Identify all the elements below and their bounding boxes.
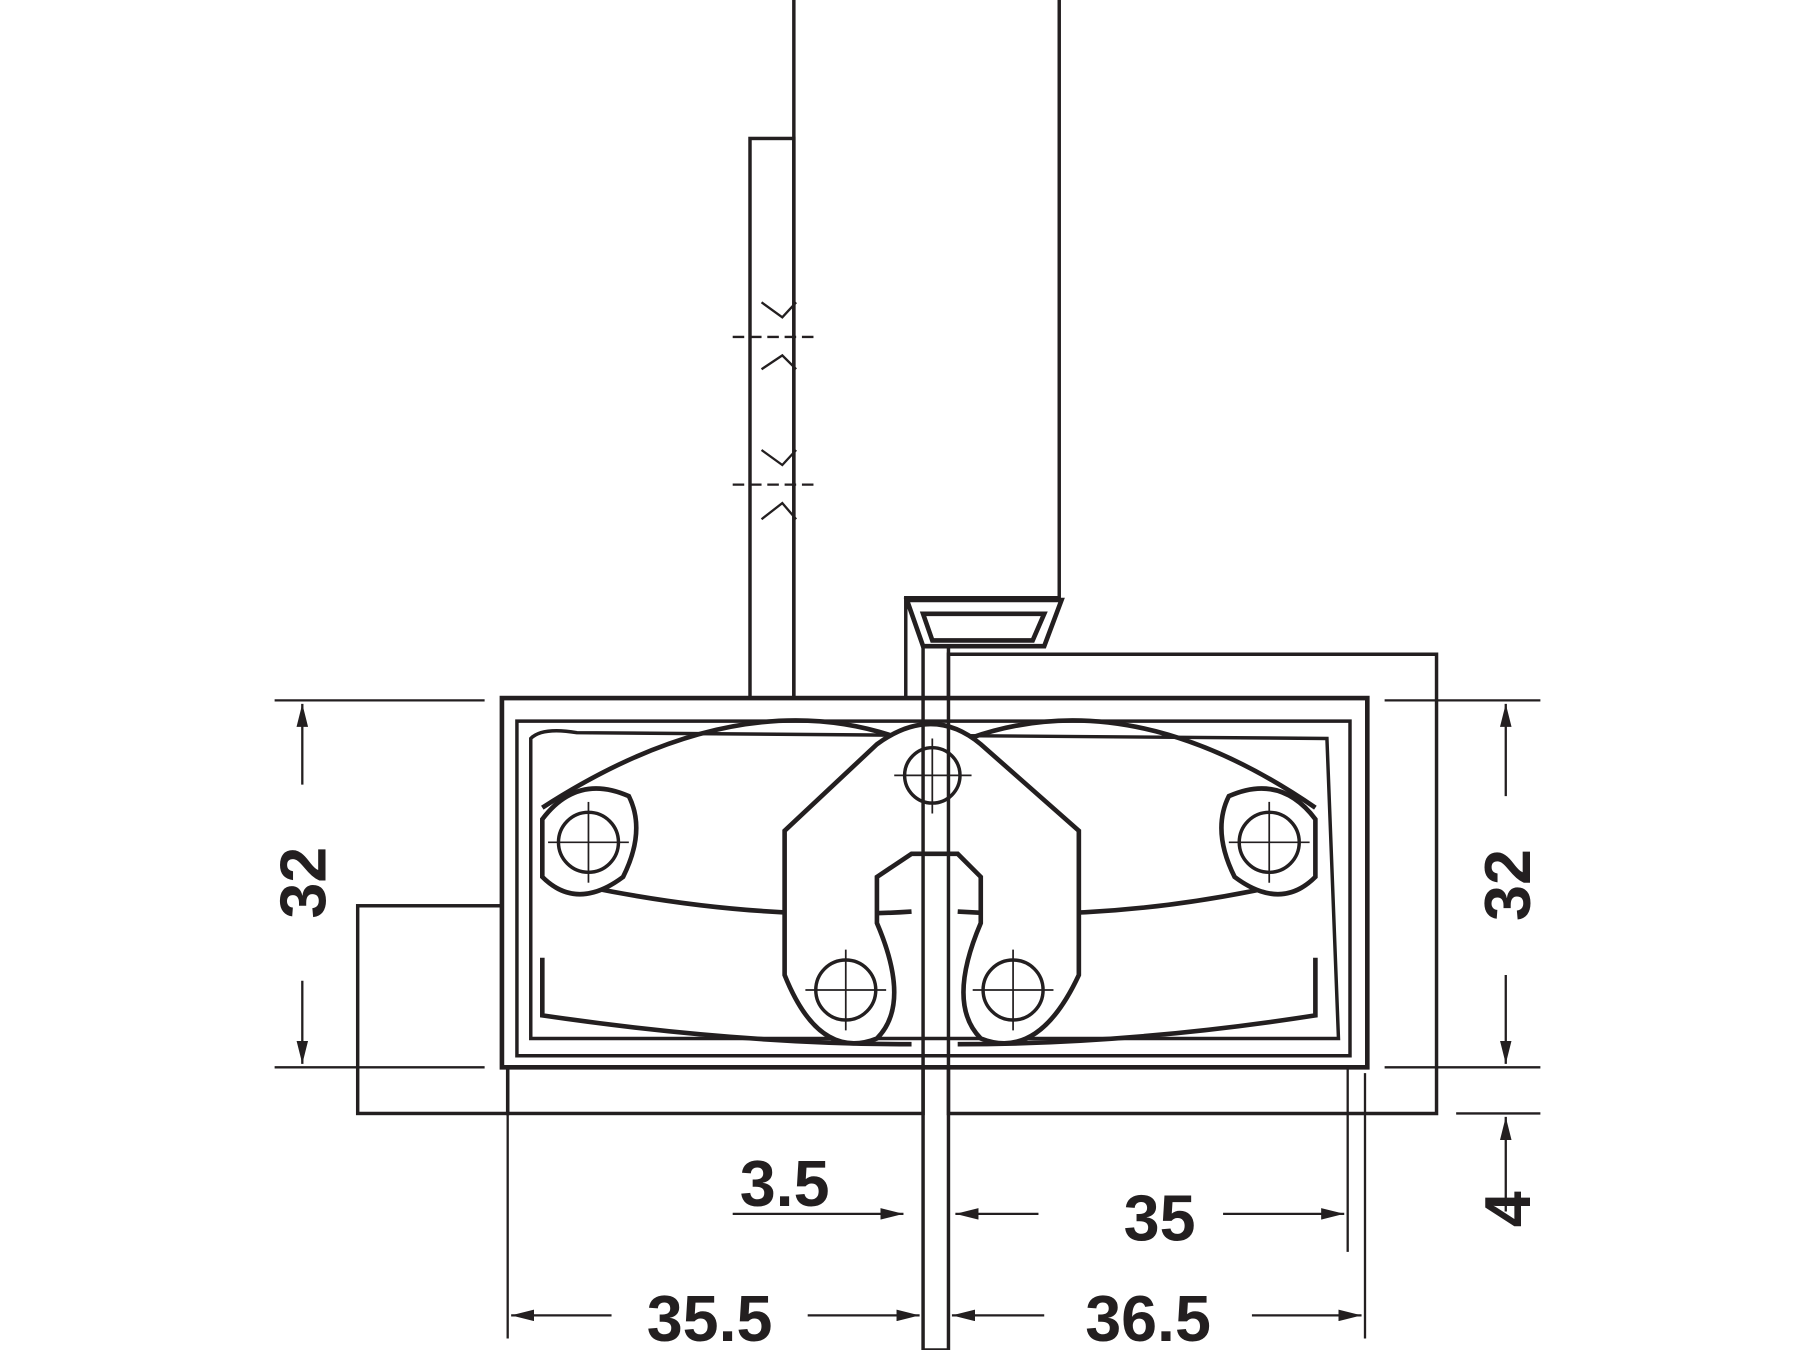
pivot-hole-icon <box>894 738 972 814</box>
door-seal <box>903 597 1065 649</box>
dim-gap: 3.5 <box>740 1148 830 1220</box>
screw-hole-icon <box>805 949 887 1031</box>
door-leaf <box>732 0 1061 700</box>
hinge-body <box>499 695 1370 1070</box>
screw-hole-icon <box>548 801 629 883</box>
dim-width-right: 36.5 <box>1085 1283 1211 1350</box>
dim-frame-offset: 4 <box>1472 1191 1544 1227</box>
dim-frame-depth: 35 <box>1124 1182 1196 1254</box>
dimension-lines <box>274 699 1541 1339</box>
screw-markers <box>732 301 814 521</box>
dim-height-left: 32 <box>267 847 339 919</box>
screw-holes <box>548 738 1310 1031</box>
hinge-gap <box>921 644 951 1350</box>
dim-width-left: 35.5 <box>647 1283 773 1350</box>
screw-hole-icon <box>972 949 1054 1031</box>
left-block <box>355 904 510 1116</box>
dim-height-right: 32 <box>1472 849 1544 921</box>
door-mounting-plate <box>748 136 796 700</box>
screw-hole-icon <box>1228 801 1310 883</box>
